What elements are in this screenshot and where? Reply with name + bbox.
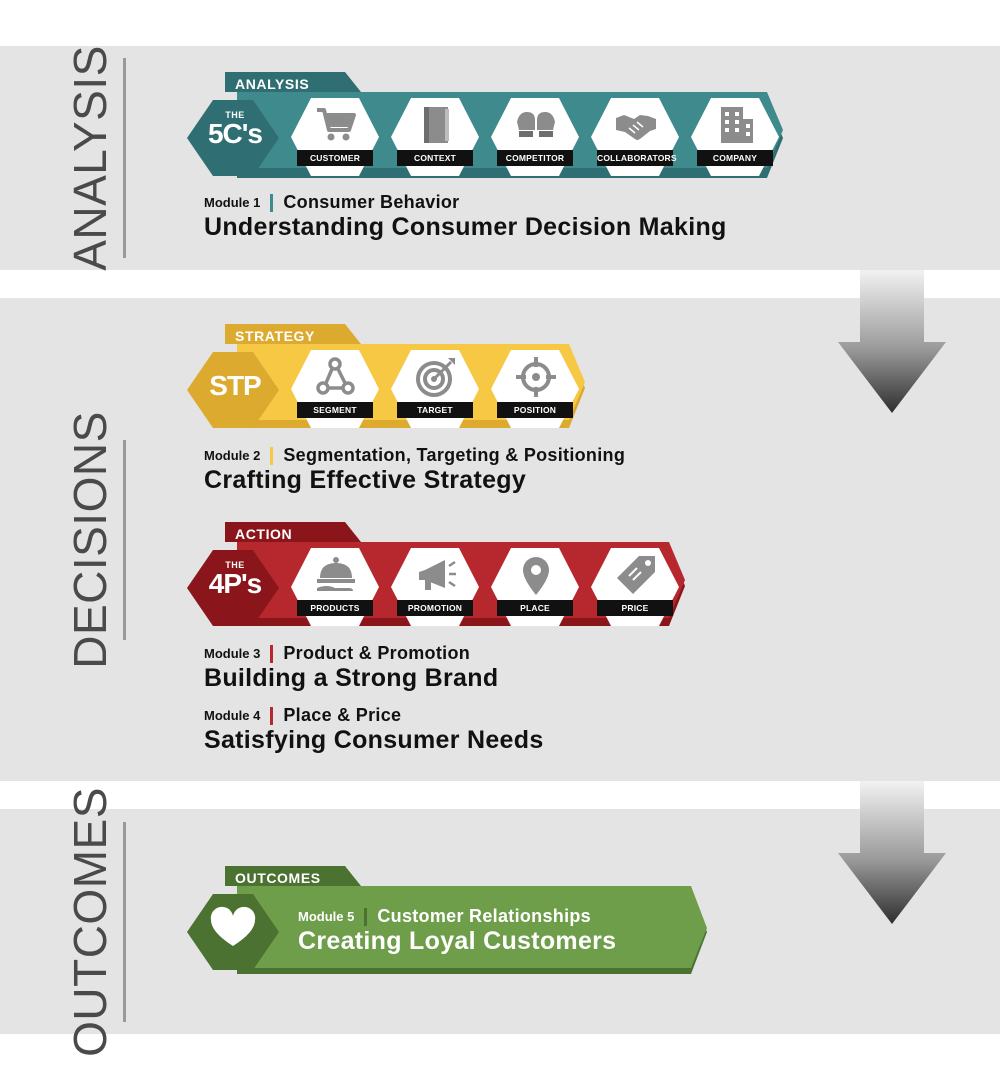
badge-title: STP <box>209 370 261 401</box>
divider <box>123 58 126 258</box>
module-number: Module 2 <box>204 448 261 463</box>
module-3: Module 3 Product & Promotion Building a … <box>204 643 498 692</box>
target-icon <box>416 358 455 397</box>
action-banner: ACTION THE 4P's PRODUCTS PROMOTION <box>185 522 705 637</box>
arrow-down-icon <box>838 781 946 924</box>
analysis-banner: ANALYSIS THE 5C's CUSTOMER CONTEXT COMPE… <box>185 72 785 187</box>
item-context: CONTEXT <box>391 98 479 176</box>
cart-icon <box>317 108 356 141</box>
cloche-icon <box>317 557 355 591</box>
stp-badge: STP <box>195 372 275 400</box>
5cs-badge: THE 5C's <box>195 110 275 148</box>
item-customer: CUSTOMER <box>291 98 379 176</box>
item-company: COMPANY <box>691 98 779 176</box>
module-title: Understanding Consumer Decision Making <box>204 213 727 241</box>
band-label-text: ANALYSIS <box>64 45 117 271</box>
module-number: Module 1 <box>204 195 261 210</box>
separator <box>270 644 274 663</box>
map-pin-icon <box>523 557 549 595</box>
item-label: PLACE <box>497 600 573 616</box>
module-number: Module 3 <box>204 646 261 661</box>
item-label: COLLABORATORS <box>597 150 677 166</box>
item-label: CONTEXT <box>397 150 473 166</box>
arrow-down-icon <box>838 270 946 413</box>
item-promotion: PROMOTION <box>391 548 479 626</box>
item-label: PRICE <box>597 600 673 616</box>
module-2: Module 2 Segmentation, Targeting & Posit… <box>204 445 625 494</box>
outcomes-banner: OUTCOMES <box>185 866 715 981</box>
item-label: CUSTOMER <box>297 150 373 166</box>
separator <box>270 706 274 725</box>
network-icon <box>316 357 355 395</box>
price-tag-icon <box>617 556 655 594</box>
band-label-text: DECISIONS <box>64 411 117 669</box>
item-label: COMPETITOR <box>497 150 573 166</box>
strategy-tab-label: STRATEGY <box>235 328 315 344</box>
handshake-icon <box>616 115 656 140</box>
action-tab-label: ACTION <box>235 526 293 542</box>
module-title: Satisfying Consumer Needs <box>204 726 544 754</box>
separator <box>270 193 274 212</box>
item-collaborators: COLLABORATORS <box>591 98 679 176</box>
module-subtitle: Segmentation, Targeting & Positioning <box>283 445 626 465</box>
item-price: PRICE <box>591 548 679 626</box>
separator <box>364 907 368 926</box>
separator <box>270 446 274 465</box>
band-label-decisions: DECISIONS <box>50 411 130 669</box>
module-1: Module 1 Consumer Behavior Understanding… <box>204 192 727 241</box>
module-5: Module 5 Customer Relationships Creating… <box>298 906 616 955</box>
module-title: Crafting Effective Strategy <box>204 466 527 494</box>
item-label: TARGET <box>397 402 473 418</box>
module-subtitle: Place & Price <box>283 705 402 725</box>
item-target: TARGET <box>391 350 479 428</box>
badge-the: THE <box>225 110 245 120</box>
badge-title: 4P's <box>208 568 262 599</box>
boxing-gloves-icon <box>517 112 555 137</box>
item-place: PLACE <box>491 548 579 626</box>
item-competitor: COMPETITOR <box>491 98 579 176</box>
module-title: Building a Strong Brand <box>204 664 499 692</box>
item-segment: SEGMENT <box>291 350 379 428</box>
4ps-badge: THE 4P's <box>195 560 275 598</box>
module-subtitle: Consumer Behavior <box>283 192 460 212</box>
heart-icon <box>210 906 256 946</box>
item-label: COMPANY <box>697 150 773 166</box>
item-label: SEGMENT <box>297 402 373 418</box>
item-label: PRODUCTS <box>297 600 373 616</box>
badge-the: THE <box>225 560 245 570</box>
megaphone-icon <box>419 560 456 590</box>
module-4: Module 4 Place & Price Satisfying Consum… <box>204 705 544 754</box>
outcomes-tab-label: OUTCOMES <box>235 870 321 886</box>
strategy-banner: STRATEGY STP SEGMENT TARGET <box>185 324 605 439</box>
module-subtitle: Product & Promotion <box>283 643 471 663</box>
module-number: Module 4 <box>204 708 261 723</box>
module-number: Module 5 <box>298 909 355 924</box>
band-label-analysis: ANALYSIS <box>50 45 130 271</box>
building-icon <box>721 107 753 143</box>
crosshair-icon <box>516 357 556 397</box>
analysis-tab-label: ANALYSIS <box>235 76 310 92</box>
item-label: PROMOTION <box>397 600 473 616</box>
item-position: POSITION <box>491 350 579 428</box>
module-subtitle: Customer Relationships <box>377 906 591 926</box>
band-label-outcomes: OUTCOMES <box>50 787 130 1057</box>
book-icon <box>424 107 449 143</box>
item-products: PRODUCTS <box>291 548 379 626</box>
module-title: Creating Loyal Customers <box>298 927 617 955</box>
item-label: POSITION <box>497 402 573 418</box>
divider <box>123 440 126 640</box>
divider <box>123 822 126 1022</box>
band-label-text: OUTCOMES <box>64 787 116 1057</box>
badge-title: 5C's <box>207 118 263 149</box>
